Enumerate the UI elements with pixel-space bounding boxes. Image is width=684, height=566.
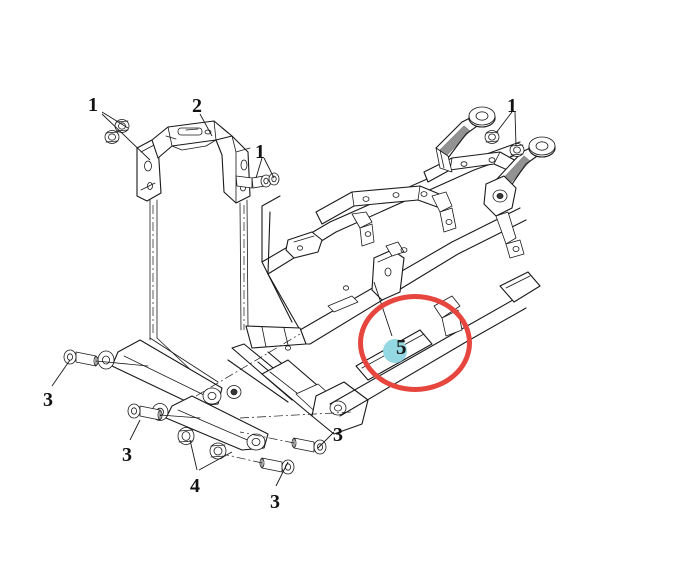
leader-line: [275, 461, 289, 487]
bolt-part3-right: [239, 431, 327, 455]
callout-label-5: 5: [396, 335, 407, 359]
leader-line: [263, 157, 275, 179]
bolt-part3-upper-left: [63, 349, 149, 367]
leader-line: [51, 359, 71, 387]
leader-line: [199, 113, 213, 137]
callout-label-1: 1: [255, 141, 265, 163]
left-bracket-assembly: [136, 120, 251, 341]
bolt-nut-top-left-b: [104, 130, 120, 144]
callout-label-3: 3: [122, 444, 132, 466]
leader-line: [129, 419, 141, 441]
nut-part4-b: [209, 442, 227, 460]
nut-part4-a: [177, 427, 195, 445]
leader-line: [101, 111, 129, 129]
bolt-mid-left-b: [268, 172, 280, 186]
callout-label-3: 3: [270, 491, 280, 513]
bolt-part3-lower-left: [127, 403, 201, 421]
bolt-nut-top-right-b: [509, 143, 525, 157]
leader-line: [198, 451, 233, 471]
callout-label-3: 3: [43, 389, 53, 411]
leader-line: [255, 157, 263, 179]
callout-label-1: 1: [507, 95, 517, 117]
main-frame-structure: [97, 106, 556, 451]
leader-line: [189, 439, 198, 471]
callout-label-4: 4: [190, 475, 200, 497]
leader-line: [495, 111, 513, 134]
bolt-mid-left-a: [251, 174, 272, 189]
callout-label-2: 2: [192, 95, 202, 117]
leader-line: [317, 431, 335, 449]
leader-line: [514, 111, 517, 147]
bolt-nut-top-right-a: [484, 130, 500, 144]
leader-line: [101, 113, 151, 161]
callout-label-3: 3: [333, 424, 343, 446]
callout-label-1: 1: [88, 94, 98, 116]
highlight-ellipse: [358, 294, 472, 392]
